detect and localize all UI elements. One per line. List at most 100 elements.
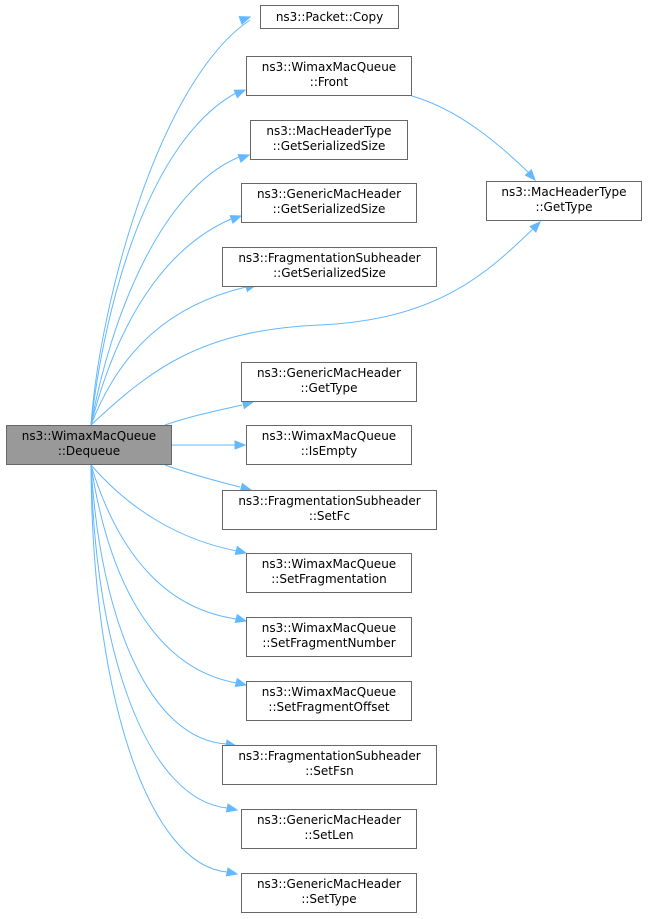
edge-dequeue-to-wmq-setfragmentnumber <box>90 464 248 623</box>
node-box <box>250 120 408 160</box>
edges-layer <box>90 16 541 877</box>
node-label-line: ns3::FragmentationSubheader <box>238 749 420 763</box>
edge-dequeue-to-fsh-setfc <box>164 464 253 492</box>
node-label-line: ns3::FragmentationSubheader <box>238 251 420 265</box>
node-wmq-setfragmentnumber[interactable]: ns3::WimaxMacQueue::SetFragmentNumber <box>246 617 412 657</box>
edge-line <box>164 404 243 426</box>
node-fsh-getserializedsize[interactable]: ns3::FragmentationSubheader::GetSerializ… <box>222 247 437 287</box>
edge-dequeue-to-gmh-getserializedsize <box>90 215 243 426</box>
node-label-line: ::SetFsn <box>305 764 354 778</box>
node-box <box>222 490 437 530</box>
node-label-line: ::SetLen <box>304 828 353 842</box>
node-label-line: ns3::GenericMacHeader <box>257 813 401 827</box>
node-box <box>246 56 412 96</box>
node-label-line: ns3::WimaxMacQueue <box>262 60 396 74</box>
node-gmh-settype[interactable]: ns3::GenericMacHeader::SetType <box>241 873 417 913</box>
node-label-line: ns3::FragmentationSubheader <box>238 494 420 508</box>
edge-line <box>90 464 238 552</box>
node-box <box>260 5 399 29</box>
node-fsh-setfc[interactable]: ns3::FragmentationSubheader::SetFc <box>222 490 437 530</box>
node-label-line: ns3::GenericMacHeader <box>257 366 401 380</box>
arrowhead-icon <box>234 440 247 450</box>
arrowhead-icon <box>524 168 536 182</box>
arrowhead-icon <box>234 677 248 687</box>
edge-dequeue-to-gmh-setlen <box>90 464 239 813</box>
node-label-line: ns3::WimaxMacQueue <box>262 621 396 635</box>
node-label-line: ::IsEmpty <box>301 444 358 458</box>
edge-dequeue-to-wmq-setfragmentation <box>90 464 248 555</box>
node-label-line: ::SetFragmentNumber <box>262 636 395 650</box>
node-box <box>241 183 417 223</box>
arrowhead-icon <box>233 89 247 99</box>
node-label-line: ::SetFc <box>309 509 350 523</box>
arrowhead-icon <box>234 545 248 555</box>
node-label-line: ns3::GenericMacHeader <box>257 187 401 201</box>
edge-dequeue-to-gmh-gettype <box>164 400 255 426</box>
edge-line <box>164 464 241 488</box>
edge-dequeue-to-mht-getserializedsize <box>90 154 251 426</box>
node-wmq-setfragmentoffset[interactable]: ns3::WimaxMacQueue::SetFragmentOffset <box>246 681 412 721</box>
node-label-line: ::SetFragmentation <box>271 572 386 586</box>
arrowhead-icon <box>237 154 251 164</box>
node-box <box>241 873 417 913</box>
arrowhead-icon <box>238 16 252 26</box>
node-label-line: ns3::GenericMacHeader <box>257 877 401 891</box>
arrowhead-icon <box>229 215 243 225</box>
node-box <box>246 425 412 465</box>
node-label-line: ns3::MacHeaderType <box>266 124 391 138</box>
node-wmq-setfragmentation[interactable]: ns3::WimaxMacQueue::SetFragmentation <box>246 553 412 593</box>
node-dequeue[interactable]: ns3::WimaxMacQueue::Dequeue <box>6 425 172 465</box>
node-label-line: ::GetSerializedSize <box>273 202 386 216</box>
edge-line <box>90 464 238 620</box>
node-wmq-front[interactable]: ns3::WimaxMacQueue::Front <box>246 56 412 96</box>
node-packet-copy[interactable]: ns3::Packet::Copy <box>260 5 399 29</box>
node-box <box>241 809 417 849</box>
node-label-line: ::SetType <box>301 892 356 906</box>
arrowhead-icon <box>529 221 541 233</box>
edge-line <box>411 95 529 173</box>
node-label-line: ns3::WimaxMacQueue <box>262 557 396 571</box>
node-label-line: ns3::Packet::Copy <box>276 10 383 24</box>
node-gmh-getserializedsize[interactable]: ns3::GenericMacHeader::GetSerializedSize <box>241 183 417 223</box>
node-gmh-setlen[interactable]: ns3::GenericMacHeader::SetLen <box>241 809 417 849</box>
node-mht-gettype[interactable]: ns3::MacHeaderType::GetType <box>486 181 642 221</box>
edge-dequeue-to-packet-copy <box>90 16 252 426</box>
node-label-line: ::GetType <box>300 381 357 395</box>
edge-dequeue-to-mht-gettype <box>90 221 541 426</box>
node-label-line: ns3::MacHeaderType <box>501 185 626 199</box>
edge-dequeue-to-wmq-front <box>90 89 247 426</box>
node-fsh-setfsn[interactable]: ns3::FragmentationSubheader::SetFsn <box>222 745 437 785</box>
node-label-line: ::Dequeue <box>58 444 120 458</box>
edge-line <box>90 464 228 745</box>
edge-line <box>90 464 228 809</box>
nodes-layer: ns3::WimaxMacQueue::Dequeue ns3::Packet::… <box>6 5 642 913</box>
edge-dequeue-to-gmh-settype <box>90 464 239 877</box>
edge-line <box>90 92 237 426</box>
node-label-line: ::GetType <box>535 200 592 214</box>
node-box <box>6 425 172 465</box>
edge-line <box>90 156 240 426</box>
node-wmq-isempty[interactable]: ns3::WimaxMacQueue::IsEmpty <box>246 425 412 465</box>
arrowhead-icon <box>234 613 248 623</box>
edge-line <box>90 464 228 873</box>
node-box <box>246 681 412 721</box>
node-box <box>241 362 417 402</box>
edge-dequeue-to-fsh-setfsn <box>90 464 238 749</box>
node-label-line: ::Front <box>310 75 349 89</box>
node-label-line: ::GetSerializedSize <box>273 139 386 153</box>
node-label-line: ns3::WimaxMacQueue <box>262 685 396 699</box>
node-label-line: ::SetFragmentOffset <box>268 700 389 714</box>
node-mht-getserializedsize[interactable]: ns3::MacHeaderType::GetSerializedSize <box>250 120 408 160</box>
arrowhead-icon <box>225 867 239 877</box>
node-label-line: ns3::WimaxMacQueue <box>22 429 156 443</box>
node-label-line: ::GetSerializedSize <box>273 266 386 280</box>
edge-dequeue-to-fsh-getserializedsize <box>90 283 258 426</box>
node-label-line: ns3::WimaxMacQueue <box>262 429 396 443</box>
edge-line <box>90 286 247 426</box>
node-box <box>222 745 437 785</box>
edge-wmq-front-to-mht-gettype <box>411 95 536 182</box>
node-box <box>246 553 412 593</box>
edge-line <box>90 227 535 426</box>
node-gmh-gettype[interactable]: ns3::GenericMacHeader::GetType <box>241 362 417 402</box>
